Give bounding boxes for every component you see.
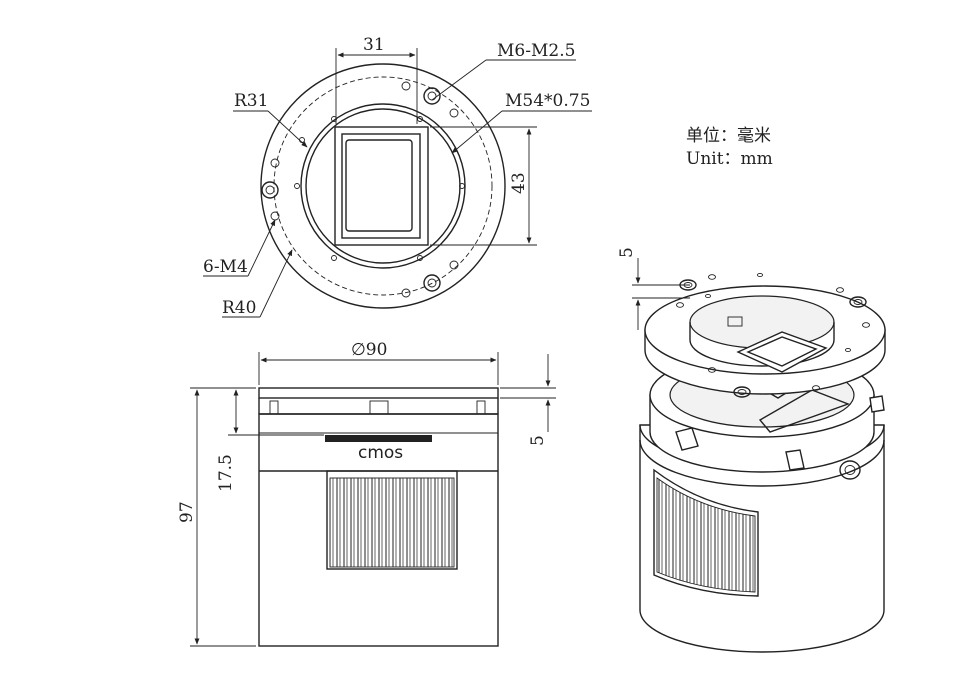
thread-m6-label: M6-M2.5 [497, 41, 575, 61]
isometric-view: 5 [617, 247, 886, 653]
sensor-inner [341, 133, 421, 239]
dim-5-iso-label: 5 [617, 247, 637, 258]
dim-31-label: 31 [363, 35, 385, 55]
cooling-fins [329, 477, 455, 568]
sensor-window [345, 139, 413, 232]
screw-holes-m6 [261, 87, 441, 292]
pin-holes [294, 116, 465, 261]
unit-en-label: Unit：mm [686, 149, 773, 169]
mount-ring [300, 103, 466, 269]
dim-diameter-label: ∅90 [351, 340, 387, 360]
sensor-frame [334, 126, 429, 246]
cmos-bar [325, 435, 432, 442]
dim-43-label: 43 [509, 172, 529, 194]
r40-circle [273, 76, 493, 296]
unit-cn-label: 单位：毫米 [686, 126, 771, 146]
outer-ring [260, 63, 506, 309]
dim-17-5-label: 17.5 [216, 454, 236, 492]
thread-m54-label: M54*0.75 [505, 91, 590, 111]
dim-97-label: 97 [177, 501, 197, 523]
dim-5-side-label: 5 [528, 435, 548, 446]
mount-inner [305, 108, 461, 264]
holes-m4 [270, 81, 459, 298]
cmos-label: cmos [358, 443, 403, 463]
holes-6m4-label: 6-M4 [203, 257, 248, 277]
radius-r40-label: R40 [222, 298, 256, 318]
iso-cooling-fins [656, 477, 756, 593]
front-view: 31 M6-M2.5 R31 M54*0.75 43 6-M4 R40 [203, 35, 592, 318]
radius-r31-label: R31 [234, 91, 268, 111]
side-view: cmos ∅90 97 17.5 5 [177, 340, 556, 647]
